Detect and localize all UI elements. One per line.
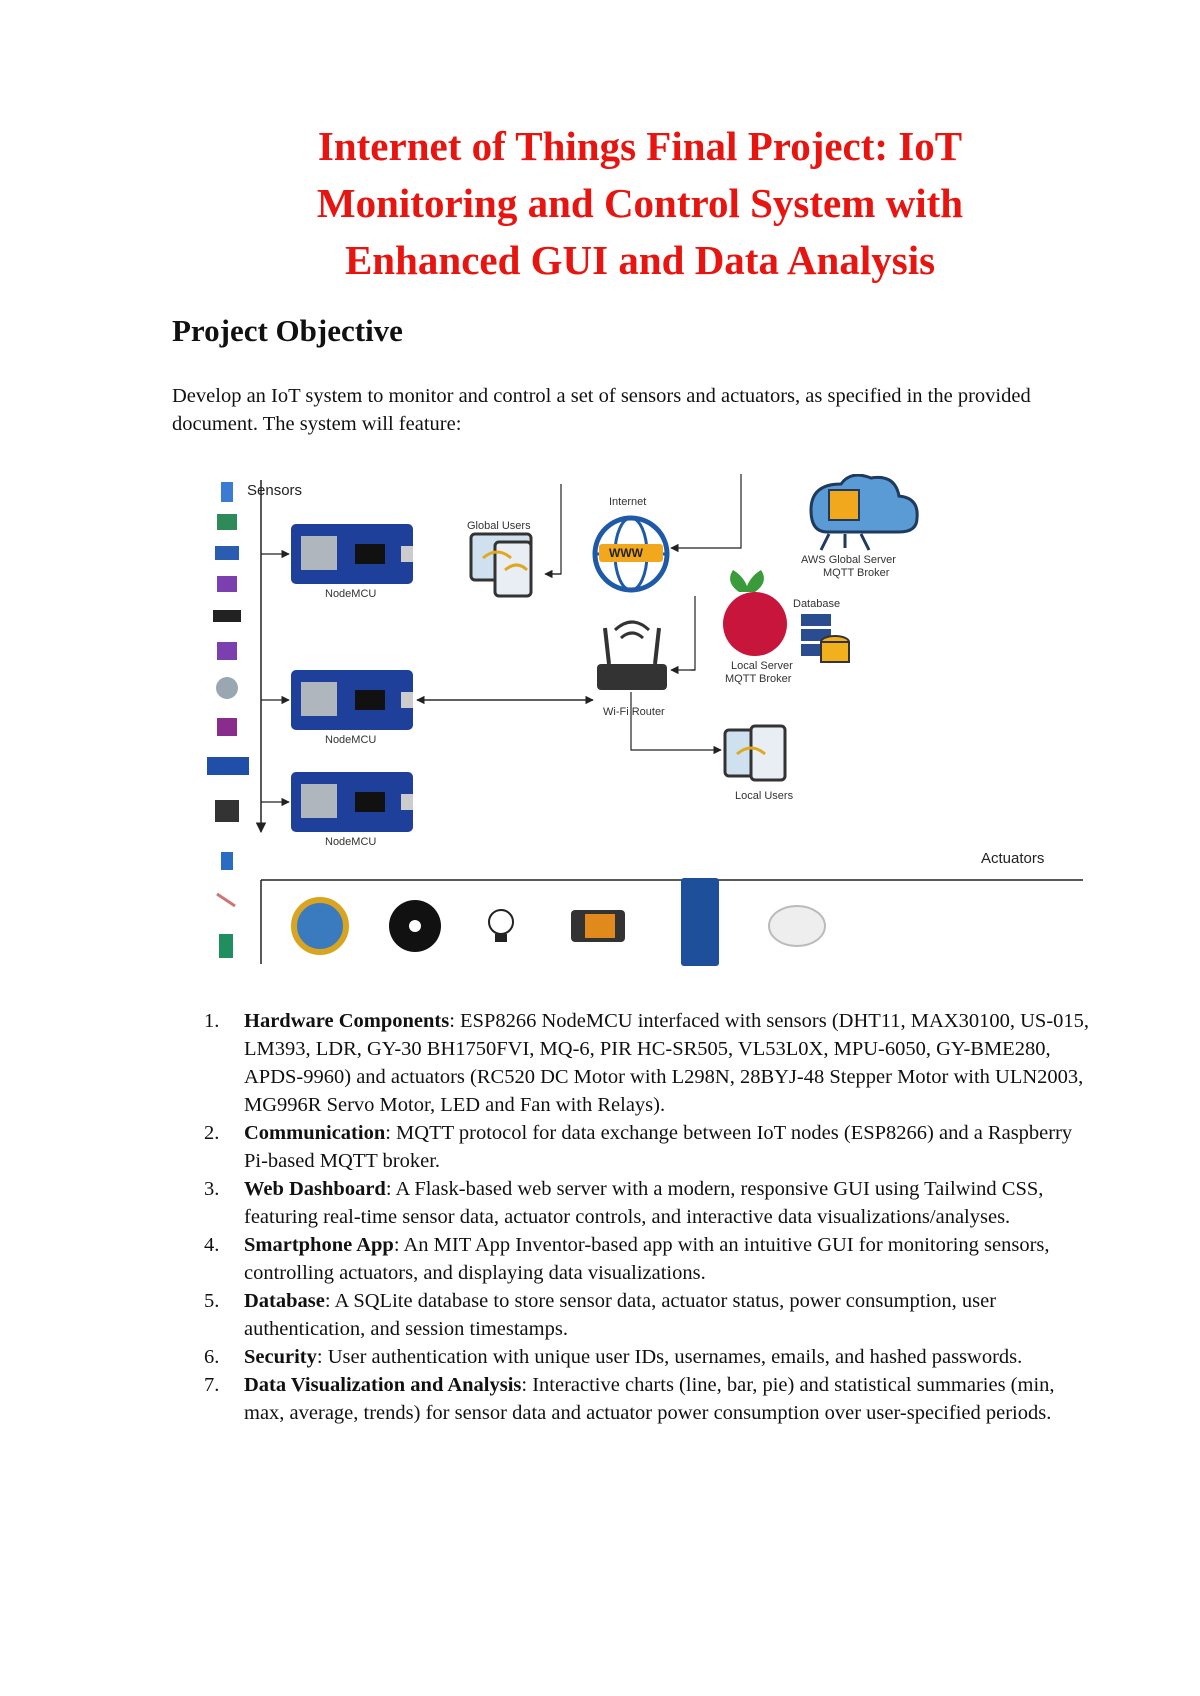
database-label: Database bbox=[793, 598, 841, 610]
sensor-icon bbox=[217, 514, 237, 530]
local-server-label-line-2: MQTT Broker bbox=[725, 673, 792, 685]
intro-paragraph: Develop an IoT system to monitor and con… bbox=[172, 385, 1031, 435]
sensor-icon bbox=[219, 934, 233, 958]
list-item: 3. Web Dashboard: A Flask-based web serve… bbox=[172, 1175, 1092, 1231]
list-item-label: Smartphone App bbox=[244, 1234, 394, 1256]
local-users-icon bbox=[723, 724, 787, 782]
list-item: 5. Database: A SQLite database to store s… bbox=[172, 1287, 1092, 1343]
list-item: 6. Security: User authentication with uni… bbox=[172, 1343, 1092, 1371]
list-item-text: : A SQLite database to store sensor data… bbox=[244, 1290, 997, 1340]
nodemcu-label-2: NodeMCU bbox=[325, 734, 377, 746]
internet-globe-icon bbox=[592, 515, 670, 593]
local-server-label-line-1: Local Server bbox=[731, 660, 793, 672]
list-item-text: : ESP8266 NodeMCU interfaced with sensor… bbox=[244, 1010, 1090, 1116]
dc-motor-icon bbox=[571, 910, 625, 942]
sensor-icon bbox=[217, 718, 237, 736]
list-item-text: : An MIT App Inventor-based app with an … bbox=[244, 1234, 1050, 1284]
fan-icon bbox=[389, 900, 441, 952]
system-architecture-diagram: Sensors Actuators NodeMCU NodeMCU NodeMC… bbox=[195, 474, 1085, 974]
connector bbox=[547, 484, 562, 575]
list-item-label: Web Dashboard bbox=[244, 1178, 386, 1200]
sensor-icon bbox=[215, 546, 239, 560]
title-line-1: Internet of Things Final Project: IoT bbox=[317, 123, 963, 169]
title-line-2: Monitoring and Control System with bbox=[316, 180, 964, 226]
nodemcu-board-1 bbox=[291, 524, 413, 584]
sensor-icon bbox=[221, 852, 233, 870]
list-item-label: Security bbox=[244, 1346, 317, 1368]
list-item-label: Database bbox=[244, 1290, 325, 1312]
list-item-number: 2. bbox=[204, 1122, 220, 1144]
sensor-icon bbox=[217, 642, 237, 660]
arrow bbox=[670, 474, 742, 553]
sensor-icon bbox=[216, 677, 238, 699]
sensor-icon bbox=[216, 892, 236, 908]
actuator-icon bbox=[768, 905, 826, 947]
list-item: 4. Smartphone App: An MIT App Inventor-ba… bbox=[172, 1231, 1092, 1287]
list-item-text: : MQTT protocol for data exchange betwee… bbox=[244, 1122, 1073, 1172]
global-users-label: Global Users bbox=[467, 520, 531, 532]
section-heading: Project Objective bbox=[172, 313, 403, 348]
arrow bbox=[630, 692, 722, 755]
aws-cloud-icon bbox=[809, 474, 919, 551]
list-item: 7. Data Visualization and Analysis: Inter… bbox=[172, 1371, 1092, 1427]
sensor-icon bbox=[207, 757, 249, 775]
local-users-label: Local Users bbox=[735, 790, 794, 802]
nodemcu-board-2 bbox=[291, 670, 413, 730]
raspberry-pi-icon bbox=[723, 570, 787, 656]
list-item-label: Data Visualization and Analysis bbox=[244, 1374, 522, 1396]
sensor-icons bbox=[207, 482, 249, 958]
sensor-icon bbox=[221, 482, 233, 502]
feature-list: 1. Hardware Components: ESP8266 NodeMCU i… bbox=[172, 1007, 1092, 1427]
aws-label-line-2: MQTT Broker bbox=[823, 567, 890, 579]
list-item-number: 6. bbox=[204, 1346, 220, 1368]
document-title: Internet of Things Final Project: IoT Mo… bbox=[150, 118, 1130, 289]
list-item-text: : User authentication with unique user I… bbox=[316, 1346, 1023, 1368]
wifi-router-icon bbox=[597, 620, 667, 690]
list-item-text: : Interactive charts (line, bar, pie) an… bbox=[244, 1374, 1055, 1424]
servo-motor-icon bbox=[681, 878, 719, 966]
database-icon bbox=[801, 614, 850, 663]
wifi-router-label: Wi-Fi Router bbox=[603, 706, 665, 718]
internet-label: Internet bbox=[609, 496, 647, 508]
title-line-3: Enhanced GUI and Data Analysis bbox=[344, 237, 936, 283]
list-item-number: 3. bbox=[204, 1178, 220, 1200]
global-users-icon bbox=[469, 532, 533, 598]
list-item-label: Hardware Components bbox=[244, 1010, 450, 1032]
stepper-motor-icon bbox=[291, 897, 349, 955]
list-item-number: 7. bbox=[204, 1374, 220, 1396]
list-item-number: 1. bbox=[204, 1010, 220, 1032]
actuator-icons bbox=[291, 878, 826, 966]
connector bbox=[691, 596, 696, 671]
list-item: 1. Hardware Components: ESP8266 NodeMCU i… bbox=[172, 1007, 1092, 1119]
list-item-label: Communication bbox=[244, 1122, 386, 1144]
diagram-graphics bbox=[207, 474, 1083, 966]
sensors-label: Sensors bbox=[247, 482, 303, 499]
nodemcu-label-3: NodeMCU bbox=[325, 836, 377, 848]
light-bulb-icon bbox=[488, 909, 514, 942]
actuators-label: Actuators bbox=[981, 850, 1045, 867]
www-label: WWW bbox=[609, 546, 643, 560]
sensor-icon bbox=[217, 576, 237, 592]
aws-label-line-1: AWS Global Server bbox=[801, 554, 896, 566]
list-item-number: 4. bbox=[204, 1234, 220, 1256]
list-item-text: : A Flask-based web server with a modern… bbox=[244, 1178, 1044, 1228]
nodemcu-board-3 bbox=[291, 772, 413, 832]
sensor-icon bbox=[215, 800, 239, 822]
list-item: 2. Communication: MQTT protocol for data … bbox=[172, 1119, 1092, 1175]
nodemcu-label-1: NodeMCU bbox=[325, 588, 377, 600]
list-item-number: 5. bbox=[204, 1290, 220, 1312]
sensor-icon bbox=[213, 610, 241, 622]
